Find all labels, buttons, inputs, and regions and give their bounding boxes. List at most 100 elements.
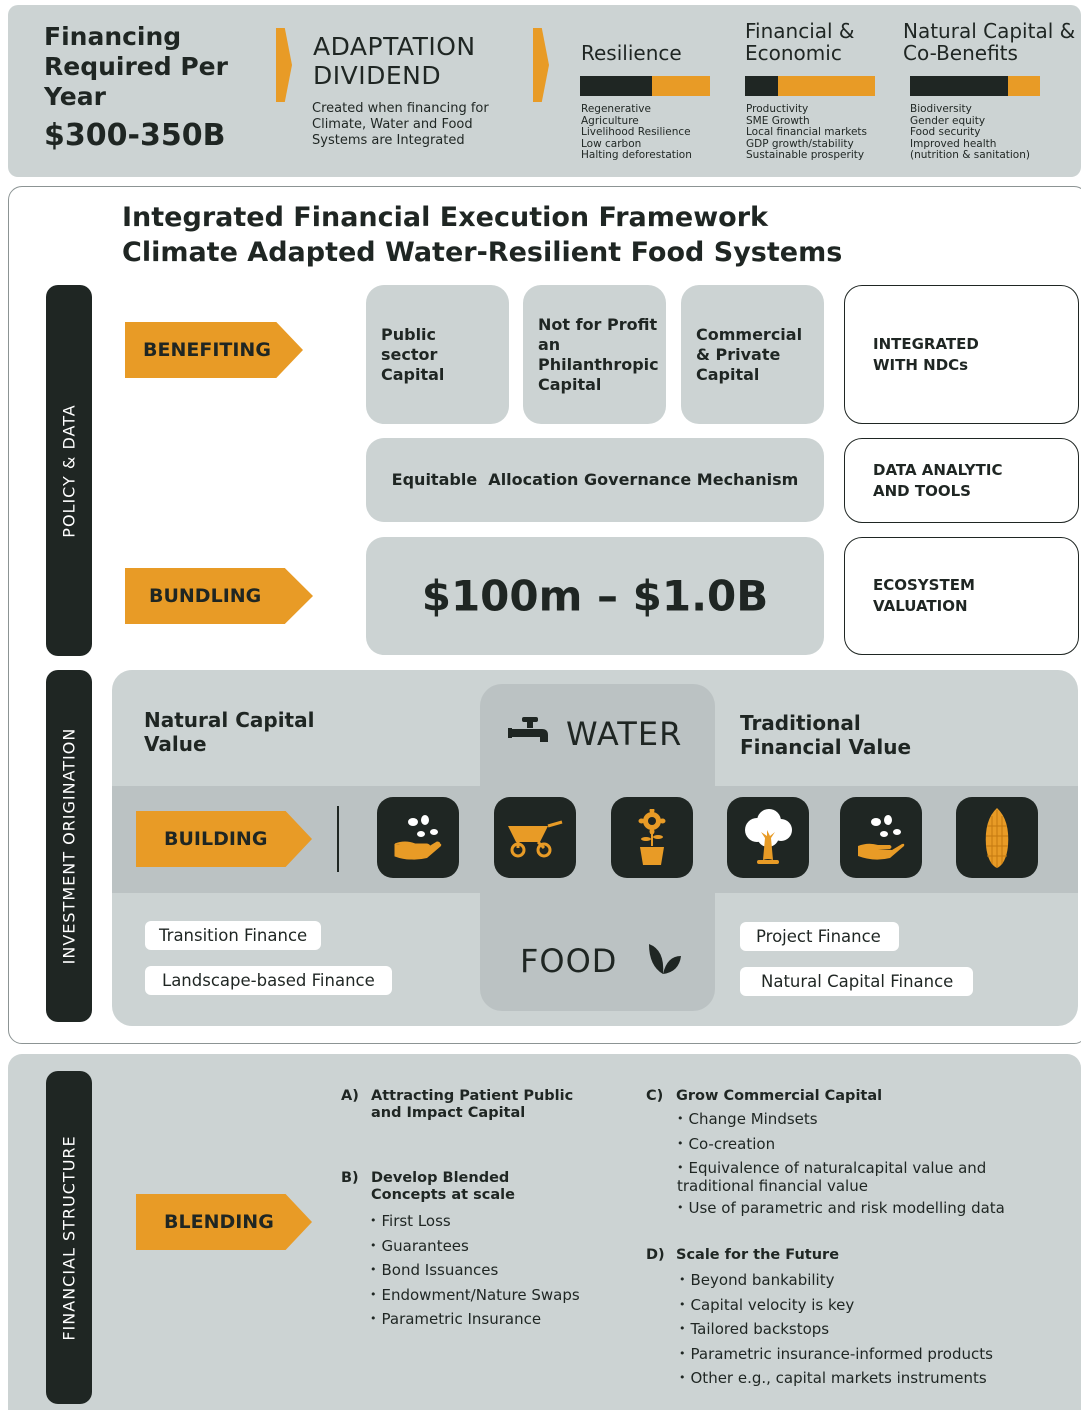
natural-capital-bar [910, 76, 1040, 96]
wheelbarrow-icon [494, 797, 576, 878]
leaf-icon [645, 940, 685, 978]
chevron-arrow-icon [276, 28, 292, 102]
tree-icon [727, 797, 809, 878]
section-a-title: Attracting Patient Public and Impact Cap… [371, 1088, 574, 1121]
list-item: Tailored backstops [679, 1318, 1069, 1343]
section-d-heading: D) Scale for the Future [646, 1247, 1046, 1264]
policy-data-tab: POLICY & DATA [46, 285, 92, 656]
benefiting-arrow: BENEFITING [125, 322, 303, 378]
investment-origination-tab-label: INVESTMENT ORIGINATION [59, 727, 79, 965]
building-label: BUILDING [164, 828, 268, 850]
food-label: FOOD [520, 942, 618, 980]
capital-box-label: Not for Profit an Philanthropic Capital [538, 314, 659, 394]
list-item: Productivity [746, 103, 809, 115]
bundling-arrow: BUNDLING [125, 568, 313, 624]
corn-icon [956, 797, 1038, 878]
resilience-bar [580, 76, 710, 96]
list-item: Sustainable prosperity [746, 149, 865, 161]
financial-economic-bar [745, 76, 875, 96]
bundle-amount: $100m – $1.0B [421, 571, 769, 621]
section-b-heading: B) Develop Blended Concepts at scale [341, 1170, 621, 1204]
list-item: First Loss [370, 1210, 580, 1235]
natural-capital-title: Natural Capital & Co-Benefits [903, 19, 1076, 65]
financial-economic-list: Productivity SME Growth Local financial … [746, 103, 891, 162]
list-item: Other e.g., capital markets instruments [679, 1367, 1069, 1392]
adaptation-dividend-description: Created when financing for Climate, Wate… [312, 101, 489, 148]
chevron-arrow-icon [533, 28, 549, 102]
natural-capital-finance-pill: Natural Capital Finance [740, 967, 974, 996]
section-c-heading: C) Grow Commercial Capital [646, 1088, 1046, 1105]
list-item: Biodiversity [910, 103, 972, 115]
section-d-list: Beyond bankability Capital velocity is k… [679, 1269, 1069, 1392]
section-a-heading: A) Attracting Patient Public and Impact … [341, 1088, 621, 1122]
divider [337, 806, 339, 872]
adaptation-dividend-title: ADAPTATION DIVIDEND [313, 32, 476, 90]
section-b-list: First Loss Guarantees Bond Issuances End… [370, 1210, 580, 1333]
list-item: Co-creation [677, 1133, 1067, 1158]
list-item: Halting deforestation [581, 149, 692, 161]
list-item: Use of parametric and risk modelling dat… [677, 1197, 1067, 1222]
list-item: Improved health [910, 137, 997, 150]
framework-title-line2: Climate Adapted Water-Resilient Food Sys… [122, 237, 843, 268]
list-item: Equivalence of naturalcapital value and … [677, 1157, 987, 1197]
resilience-list: Regenerative Agriculture Livelihood Resi… [581, 103, 721, 162]
list-item: GDP growth/stability [746, 137, 854, 150]
policy-data-tab-label: POLICY & DATA [59, 403, 79, 538]
section-a-letter: A) [341, 1088, 359, 1104]
philanthropic-capital-box: Not for Profit an Philanthropic Capital [523, 285, 666, 424]
section-d-letter: D) [646, 1247, 665, 1263]
list-item: (nutrition & sanitation) [910, 149, 1030, 161]
potted-sunflower-icon [611, 797, 693, 878]
financial-economic-title: Financial & Economic [745, 19, 855, 65]
project-finance-pill: Project Finance [740, 922, 899, 951]
financing-amount: $300-350B [44, 118, 226, 153]
hand-seedling-icon [840, 797, 922, 878]
list-item: Guarantees [370, 1235, 580, 1260]
section-b-letter: B) [341, 1170, 359, 1186]
bundling-label: BUNDLING [149, 585, 262, 607]
water-tap-icon [508, 715, 550, 751]
outcome-box-label: ECOSYSTEM VALUATION [873, 576, 975, 615]
transition-finance-pill: Transition Finance [145, 921, 322, 950]
section-c-letter: C) [646, 1088, 664, 1104]
list-item: Endowment/Nature Swaps [370, 1284, 580, 1309]
list-item: Regenerative Agriculture [581, 103, 651, 127]
list-item: Livelihood Resilience [581, 126, 691, 138]
financing-required-label: Financing Required Per Year [44, 22, 228, 111]
blending-label: BLENDING [164, 1211, 274, 1233]
landscape-finance-pill: Landscape-based Finance [145, 966, 392, 995]
ecosystem-valuation-box: ECOSYSTEM VALUATION [844, 537, 1079, 655]
governance-label: Equitable Allocation Governance Mechanis… [391, 470, 799, 489]
commercial-capital-box: Commercial & Private Capital [681, 285, 824, 424]
capital-box-label: Commercial & Private Capital [696, 324, 803, 384]
financial-structure-tab-label: FINANCIAL STRUCTURE [59, 1134, 79, 1341]
list-item: Parametric insurance-informed products [679, 1343, 1069, 1368]
capital-box-label: Public sector Capital [381, 324, 445, 384]
natural-capital-value-title: Natural Capital Value [144, 708, 315, 756]
section-b-title: Develop Blended Concepts at scale [371, 1170, 515, 1203]
hand-seedling-icon [377, 797, 459, 878]
public-sector-capital-box: Public sector Capital [366, 285, 509, 424]
ndc-integration-box: INTEGRATED WITH NDCs [844, 285, 1079, 424]
section-c-title: Grow Commercial Capital [676, 1088, 883, 1104]
data-analytic-box: DATA ANALYTIC AND TOOLS [844, 438, 1079, 523]
list-item: Bond Issuances [370, 1259, 580, 1284]
list-item: Parametric Insurance [370, 1308, 580, 1333]
benefiting-label: BENEFITING [143, 339, 271, 361]
investment-origination-tab: INVESTMENT ORIGINATION [46, 670, 92, 1022]
outcome-box-label: INTEGRATED WITH NDCs [873, 334, 979, 374]
financial-structure-tab: FINANCIAL STRUCTURE [46, 1071, 92, 1404]
list-item: Low carbon [581, 137, 642, 150]
list-item: Gender equity [910, 114, 986, 127]
resilience-title: Resilience [581, 41, 682, 65]
outcome-box-label: DATA ANALYTIC AND TOOLS [873, 460, 1003, 500]
traditional-financial-value-title: Traditional Financial Value [740, 711, 912, 759]
section-d-title: Scale for the Future [676, 1247, 840, 1263]
top-banner [8, 5, 1081, 177]
governance-mechanism-box: Equitable Allocation Governance Mechanis… [366, 438, 824, 522]
framework-title-line1: Integrated Financial Execution Framework [122, 202, 768, 233]
framework-title: Integrated Financial Execution Framework… [122, 200, 842, 270]
list-item: Change Mindsets [677, 1108, 1067, 1133]
list-item: Food security [910, 126, 981, 138]
water-label: WATER [566, 715, 683, 753]
